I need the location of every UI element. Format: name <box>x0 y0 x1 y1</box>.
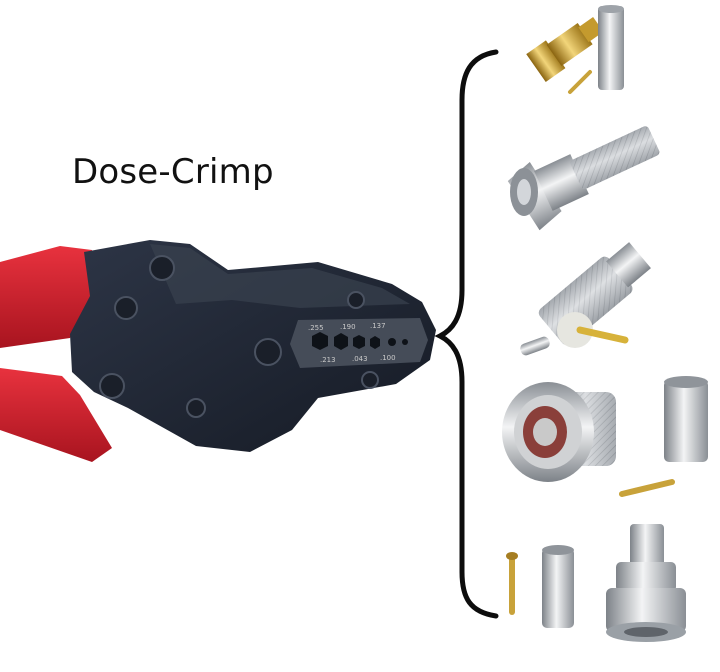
crimping-tool-icon: .255 .190 .137 .213 .043 .100 <box>0 240 436 462</box>
die-cavities <box>312 332 408 350</box>
f-connector-icon <box>507 126 660 231</box>
bnc-connector-icon <box>506 524 686 642</box>
lower-handle <box>0 368 112 462</box>
sma-connector-icon <box>526 5 624 94</box>
die-mark-top-3: .137 <box>370 322 386 330</box>
die-mark-bottom-3: .100 <box>380 354 396 362</box>
die-mark-bottom-2: .043 <box>352 355 368 363</box>
product-title: Dose-Crimp <box>72 152 274 192</box>
die-mark-bottom-1: .213 <box>320 356 336 364</box>
die-mark-top-2: .190 <box>340 323 356 331</box>
pl259-connector-icon <box>520 242 651 356</box>
die-mark-top-1: .255 <box>308 324 324 332</box>
upper-handle <box>0 246 96 348</box>
n-connector-icon <box>502 376 708 497</box>
curly-bracket-icon <box>434 49 499 619</box>
tool-rivets <box>99 255 379 418</box>
